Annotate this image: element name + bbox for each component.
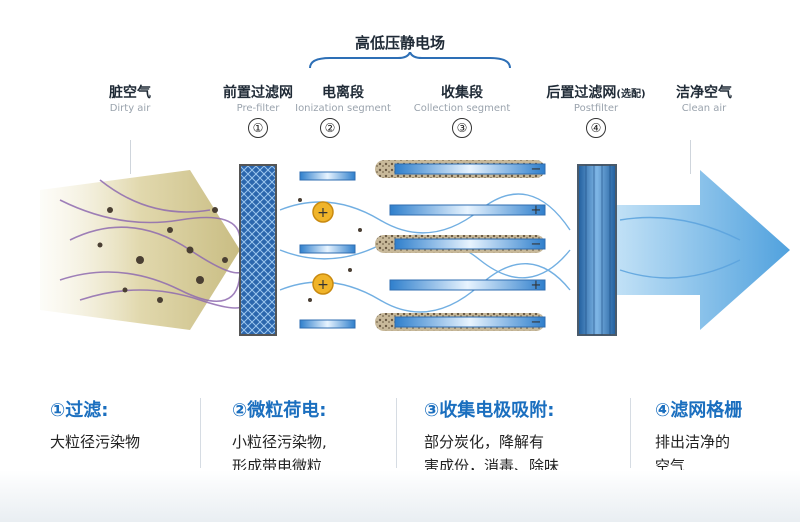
stage-collection: 收集段 Collection segment bbox=[414, 82, 511, 114]
stage-postfilter-optional: (选配) bbox=[616, 89, 646, 100]
step-filter: ①过滤: 大粒径污染物 bbox=[50, 396, 140, 454]
stage-dirty-air-cn: 脏空气 bbox=[109, 85, 151, 101]
step-collect: ③收集电极吸附: 部分炭化，降解有 害成份，消毒、除味 bbox=[424, 396, 559, 478]
prefilter-mesh bbox=[239, 164, 277, 336]
ion-plus-1: + bbox=[317, 205, 329, 221]
ionization-plates bbox=[299, 171, 356, 329]
step-charge: ②微粒荷电: 小粒径污染物, 形成带电微粒 bbox=[232, 396, 327, 478]
dirty-air-arrow bbox=[40, 170, 240, 330]
collection-plates bbox=[375, 160, 546, 331]
stage-collection-en: Collection segment bbox=[413, 103, 511, 114]
stage-dirty-air: 脏空气 Dirty air bbox=[109, 82, 151, 114]
dirty-air-tick bbox=[130, 140, 131, 174]
stage-ionization-en: Ionization segment bbox=[295, 103, 391, 114]
stage-postfilter-cn: 后置过滤网 bbox=[546, 85, 617, 101]
field-title: 高低压静电场 bbox=[354, 34, 446, 52]
stage-dirty-air-en: Dirty air bbox=[109, 103, 151, 114]
stage-clean-air: 洁净空气 Clean air bbox=[676, 82, 732, 114]
plate-minus-2: − bbox=[531, 237, 542, 252]
plate-minus-3: − bbox=[531, 315, 542, 330]
stage-number-4: ④ bbox=[586, 118, 606, 138]
postfilter-lines bbox=[585, 165, 611, 335]
bottom-fade bbox=[0, 470, 800, 522]
divider-1 bbox=[200, 398, 201, 468]
plate-plus-2: + bbox=[531, 278, 542, 293]
stage-clean-air-cn: 洁净空气 bbox=[676, 85, 732, 101]
step-grid: ④滤网格栅 排出洁净的 空气 bbox=[655, 396, 742, 478]
divider-3 bbox=[630, 398, 631, 468]
stage-prefilter: 前置过滤网 Pre-filter bbox=[223, 82, 293, 114]
clean-air-tick bbox=[690, 140, 691, 174]
step-grid-desc-1: 排出洁净的 bbox=[655, 433, 731, 451]
step-filter-title: ①过滤: bbox=[50, 400, 109, 421]
step-charge-title: ②微粒荷电: bbox=[232, 400, 327, 421]
purification-illustration: + + − + − + − bbox=[40, 160, 790, 336]
stage-collection-cn: 收集段 bbox=[440, 85, 483, 101]
stage-clean-air-en: Clean air bbox=[681, 103, 727, 114]
stage-postfilter: 后置过滤网(选配) Postfilter bbox=[546, 82, 645, 114]
stage-number-2: ② bbox=[320, 118, 340, 138]
step-collect-title: ③收集电极吸附: bbox=[424, 400, 555, 421]
ion-plus-2: + bbox=[317, 277, 329, 293]
stage-prefilter-cn: 前置过滤网 bbox=[223, 85, 293, 101]
step-collect-desc-1: 部分炭化，降解有 bbox=[424, 433, 545, 451]
plate-plus-1: + bbox=[531, 203, 542, 218]
stage-prefilter-en: Pre-filter bbox=[236, 103, 280, 114]
stage-number-1: ① bbox=[248, 118, 268, 138]
plate-minus-1: − bbox=[531, 162, 542, 177]
dirt-particles bbox=[97, 198, 362, 303]
ion-charges bbox=[312, 201, 334, 295]
step-filter-desc: 大粒径污染物 bbox=[50, 433, 141, 451]
stage-ionization: 电离段 Ionization segment bbox=[295, 82, 391, 114]
stage-ionization-cn: 电离段 bbox=[321, 85, 364, 101]
stage-postfilter-en: Postfilter bbox=[573, 103, 619, 114]
stage-number-3: ③ bbox=[452, 118, 472, 138]
step-grid-title: ④滤网格栅 bbox=[655, 400, 743, 421]
field-brace bbox=[309, 52, 511, 69]
divider-2 bbox=[396, 398, 397, 468]
clean-air-arrow bbox=[610, 170, 790, 330]
step-charge-desc-1: 小粒径污染物, bbox=[232, 433, 327, 451]
